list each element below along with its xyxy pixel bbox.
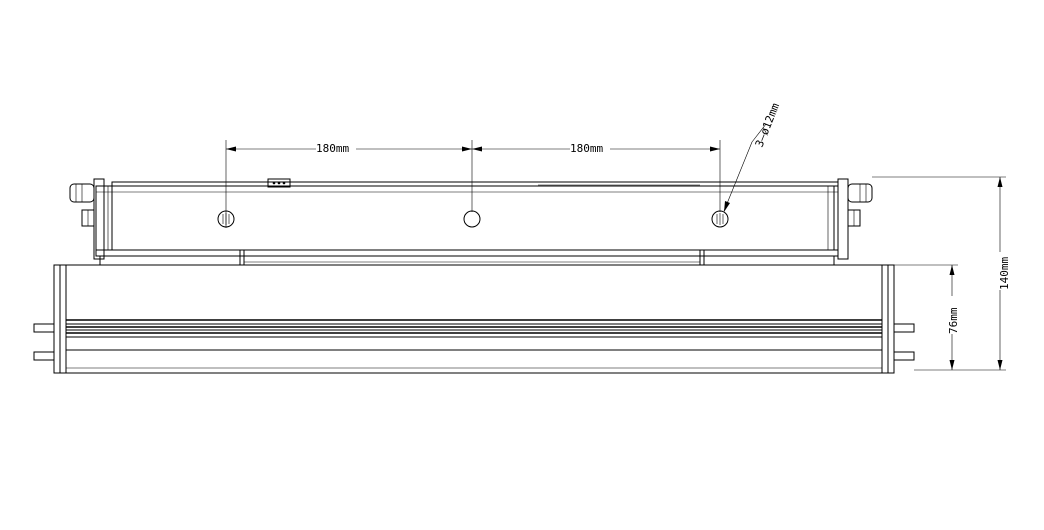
hole-callout: 3—ø12mm bbox=[723, 101, 783, 212]
terminal-block bbox=[267, 178, 291, 188]
left-pins bbox=[33, 323, 55, 361]
left-clamp bbox=[69, 178, 105, 260]
dim-right-spacing: 180mm bbox=[570, 142, 603, 155]
right-clamp bbox=[837, 178, 873, 260]
dim-left-spacing: 180mm bbox=[316, 142, 349, 155]
dim-total-height: 140mm bbox=[998, 257, 1011, 290]
mounting-hole-center bbox=[463, 210, 481, 228]
right-pins bbox=[893, 323, 915, 361]
dimension-hole-spacing: 180mm 180mm bbox=[225, 140, 721, 228]
dimension-heights: 140mm 76mm bbox=[872, 176, 1011, 371]
mounting-hole-right bbox=[711, 210, 729, 228]
housing-body bbox=[53, 264, 895, 374]
dim-body-height: 76mm bbox=[947, 307, 960, 334]
dim-hole-callout: 3—ø12mm bbox=[753, 101, 783, 149]
